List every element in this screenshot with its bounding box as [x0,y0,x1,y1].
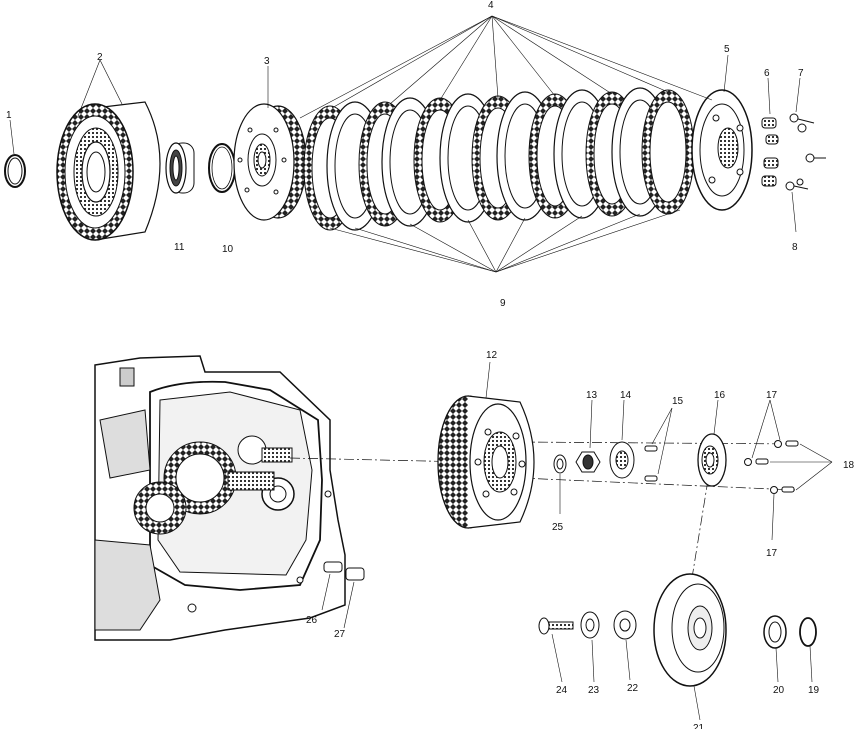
callout-26: 26 [306,615,318,626]
part-6-springs [761,117,779,187]
part-25-washer [553,454,567,474]
part-10-o-ring [208,143,236,193]
callout-13: 13 [586,390,598,401]
part-20-seal [763,615,787,649]
callout-3: 3 [264,56,270,67]
part-9-clutch-plates [303,87,695,231]
callout-10: 10 [222,244,234,255]
callout-4: 4 [488,0,494,11]
part-8-bolts [785,178,809,191]
callout-15: 15 [672,396,684,407]
callout-1: 1 [6,110,12,121]
part-5-pressure-plate [691,89,753,211]
callout-18: 18 [843,460,855,471]
part-12-flywheel [437,395,535,529]
leader-lines-top [9,15,801,273]
callout-11: 11 [174,242,185,253]
part-16-stator-hub [697,433,727,487]
part-18-screws [755,440,799,493]
callout-23: 23 [588,685,600,696]
part-11-bearing [165,142,195,194]
callout-22: 22 [627,683,639,694]
callout-16: 16 [714,390,726,401]
part-22-spacer [613,610,637,640]
part-15-screws [644,445,658,482]
part-26-dowel [323,561,343,573]
callout-17-bottom: 17 [766,548,778,559]
callout-19: 19 [808,685,820,696]
part-27-dowel [345,567,365,581]
part-14-plate [609,441,635,479]
callout-5: 5 [724,44,730,55]
part-19-snap-ring [799,617,817,647]
callout-7: 7 [798,68,804,79]
part-7-bolts [789,113,826,163]
part-24-bolt [538,617,574,635]
callout-17-top: 17 [766,390,778,401]
part-13-nut [575,451,601,473]
part-23-washer [580,611,600,639]
callout-labels: 1 2 3 4 5 6 7 8 9 10 11 12 13 14 15 16 1… [6,0,855,734]
part-1-snap-ring [4,154,26,188]
callout-24: 24 [556,685,568,696]
part-2-clutch-drum [56,101,161,241]
part-21-cover [653,573,727,687]
callout-8: 8 [792,242,798,253]
callout-6: 6 [764,68,770,79]
part-3-clutch-hub [233,103,307,221]
callout-21: 21 [693,723,705,729]
engine-case [94,355,346,641]
callout-9: 9 [500,298,506,309]
leader-lines-bottom [321,361,833,721]
callout-12: 12 [486,350,498,361]
part-17-washers [744,440,782,494]
callout-2: 2 [97,52,103,63]
callout-25: 25 [552,522,564,533]
callout-27: 27 [334,629,346,640]
callout-14: 14 [620,390,632,401]
callout-20: 20 [773,685,785,696]
